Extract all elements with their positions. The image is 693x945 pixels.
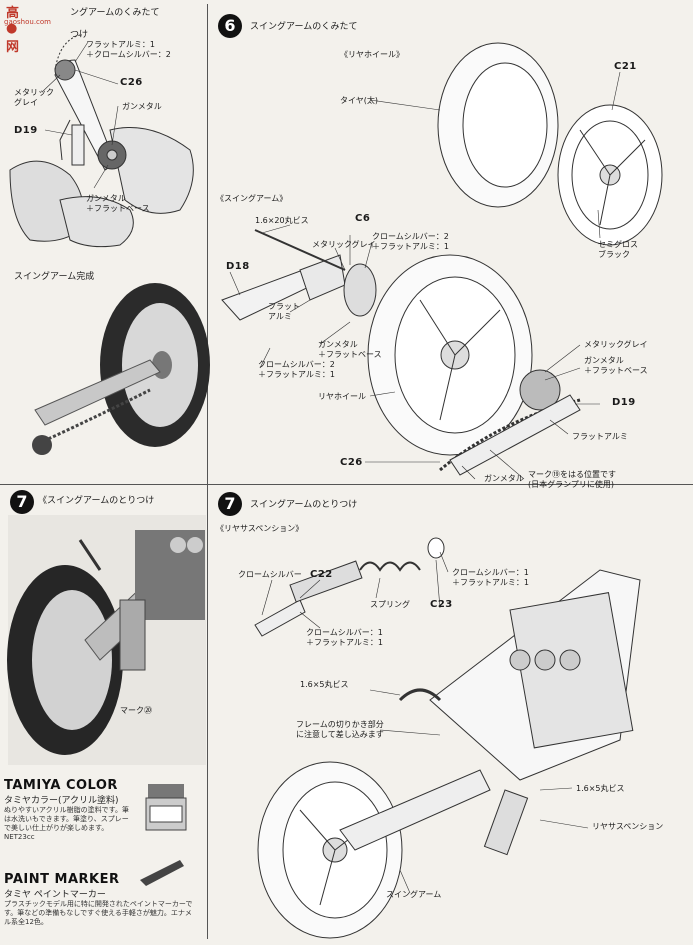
paint-marker-icon (140, 860, 184, 886)
paint-marker-ad: PAINT MARKER タミヤ ペイントマーカー プラスチックモデル用に特に開… (4, 872, 204, 927)
label-chrome-flat-7: クロームシルバー：1 ＋フラットアルミ：1 (306, 628, 384, 647)
label-gunmetal: ガンメタル (122, 102, 162, 111)
tamiya-color-text: ぬりやすいアクリル樹脂の塗料です。筆は水洗いもできます。筆塗り、スプレーで美しい… (4, 806, 129, 841)
label-c26-6: C26 (340, 457, 363, 468)
row-divider-left (0, 484, 207, 485)
label-gunmetal-flatbase-6: ガンメタル ＋フラットベース (318, 340, 382, 359)
label-d19-6: D19 (612, 397, 636, 408)
label-metallic-grey-6: メタリックグレイ (312, 240, 376, 249)
label-screw-1-6x5-bottom: 1.6×5丸ビス (576, 784, 625, 793)
label-chrome-flat-6b: クロームシルバー：2 ＋フラットアルミ：1 (258, 360, 336, 379)
paint-marker-title: PAINT MARKER (4, 872, 120, 887)
label-gunmetal-flatbase-6b: ガンメタル ＋フラットベース (584, 356, 648, 375)
watermark-url: gaoshou.com (4, 18, 51, 26)
step-6-badge: 6 (218, 14, 242, 38)
swingarm-complete-title: スイングアーム完成 (14, 272, 95, 282)
label-flat-chrome: フラットアルミ：1 ＋クロームシルバー：2 (86, 40, 171, 59)
paint-marker-text: プラスチックモデル用に特に開発されたペイントマーカーです。筆などの準備もなしです… (4, 900, 193, 926)
label-screw-1-6x20: 1.6×20丸ビス (255, 216, 309, 225)
step6-heading: スイングアームのくみたて (250, 22, 358, 32)
step-7-badge-left: 7 (10, 490, 34, 514)
left-top-heading: ングアームのくみたて (70, 8, 160, 18)
label-c21: C21 (614, 61, 637, 72)
row-divider-right (207, 484, 693, 485)
suspension-header: 《リヤサスペンション》 (216, 524, 304, 533)
label-rear-wheel: リヤホイール (318, 392, 366, 401)
tamiya-color-ad: TAMIYA COLOR タミヤカラー(アクリル塗料) ぬりやすいアクリル樹脂の… (4, 778, 204, 842)
label-screw-1-6x5-top: 1.6×5丸ビス (300, 680, 349, 689)
label-metallic-grey-6b: メタリックグレイ (584, 340, 648, 349)
label-frame-note: フレームの切りかき部分 に注意して差し込みます (296, 720, 384, 739)
label-c6: C6 (355, 213, 371, 224)
swingarm-header: 《スイングアーム》 (216, 194, 288, 203)
label-c22: C22 (310, 569, 333, 580)
rear-wheel-header: 《リヤホイール》 (340, 50, 404, 59)
label-rear-suspension: リヤサスペンション (592, 822, 664, 831)
label-chrome-silver-7: クロームシルバー (238, 570, 302, 579)
label-mark-note: マーク⑲をはる位置です (日本グランプリに使用) (528, 470, 616, 489)
tamiya-color-title: TAMIYA COLOR (4, 778, 118, 793)
tamiya-color-subtitle: タミヤカラー(アクリル塗料) (4, 796, 119, 806)
label-c23: C23 (430, 599, 453, 610)
watermark-logo: 高●网 (6, 6, 20, 55)
step7-heading: スイングアームのとりつけ (250, 500, 358, 510)
label-flat-alu-6: フラット アルミ (268, 302, 300, 321)
label-spring: スプリング (370, 600, 410, 609)
label-mark-20: マーク⑳ (120, 706, 152, 715)
label-chrome-flat-7b: クロームシルバー：1 ＋フラットアルミ：1 (452, 568, 530, 587)
label-tire: タイヤ(太) (340, 96, 379, 105)
label-d18: D18 (226, 261, 250, 272)
column-divider (207, 4, 208, 939)
paint-marker-subtitle: タミヤ ペイントマーカー (4, 890, 106, 900)
label-chrome-flat-6: クロームシルバー：2 ＋フラットアルミ：1 (372, 232, 450, 251)
label-semi-gloss-black: セミグロス ブラック (598, 240, 638, 259)
label-swingarm: スイングアーム (386, 890, 442, 899)
left-step7-heading: 《スイングアームのとりつけ (38, 496, 155, 506)
label-c26: C26 (120, 77, 143, 88)
label-gunmetal-6: ガンメタル (484, 474, 524, 483)
label-d19: D19 (14, 125, 38, 136)
label-metallic-grey: メタリック グレイ (14, 88, 54, 107)
step-7-badge: 7 (218, 492, 242, 516)
label-flat-alu-6b: フラットアルミ (572, 432, 628, 441)
label-gunmetal-flatbase: ガンメタル ＋フラットベース (86, 194, 150, 213)
